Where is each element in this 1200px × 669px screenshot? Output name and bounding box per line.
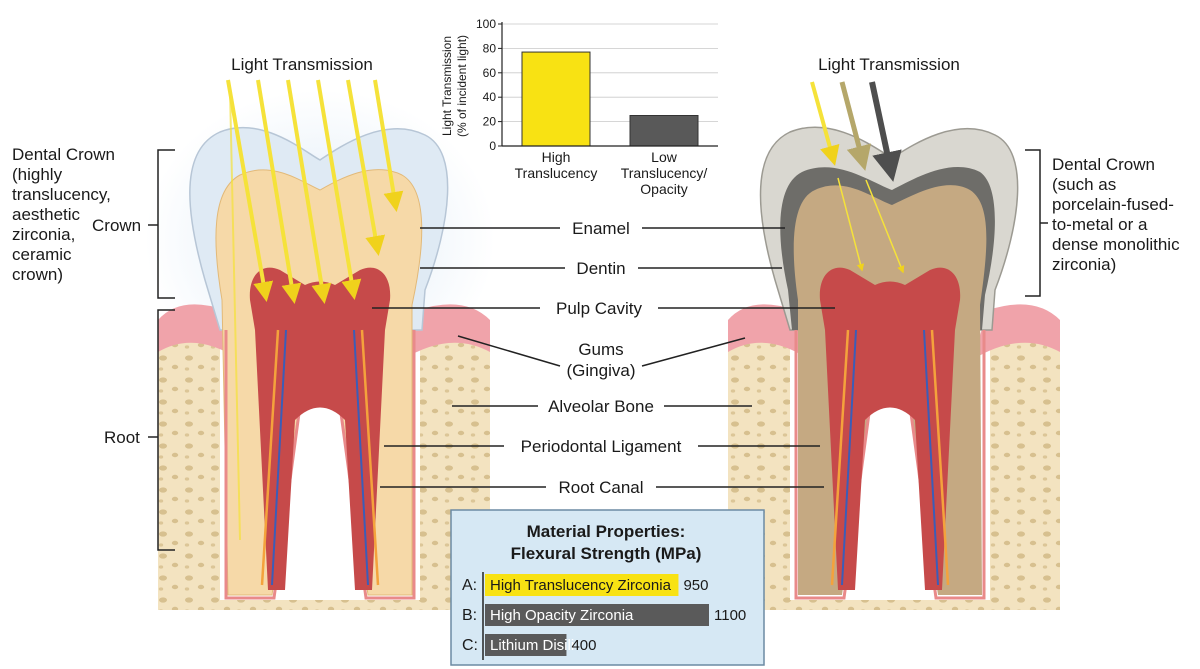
left-vessels xyxy=(271,329,369,586)
left-crown-desc-line: aesthetic xyxy=(12,205,81,224)
chart-bar xyxy=(629,115,699,147)
label-periodontal-ligament: Periodontal Ligament xyxy=(521,437,682,456)
left-crown-desc-line: ceramic xyxy=(12,245,72,264)
right-crown-description: Dental Crown (such as porcelain-fused- t… xyxy=(1052,155,1180,274)
left-crown-desc-line: Dental Crown xyxy=(12,145,115,164)
chart-category-label: Low xyxy=(651,149,678,165)
gums-leader-left xyxy=(457,335,561,367)
left-crown-desc-line: translucency, xyxy=(12,185,111,204)
label-alveolar-bone: Alveolar Bone xyxy=(548,397,654,416)
material-row: A: High Translucency Zirconia 950 xyxy=(462,574,708,596)
chart-y-label-line-1: Light Transmission xyxy=(440,36,454,136)
label-pulp-cavity: Pulp Cavity xyxy=(556,299,642,318)
right-crown-bracket xyxy=(1025,149,1041,297)
material-bar xyxy=(485,634,567,656)
material-title-line-2: Flexural Strength (MPa) xyxy=(511,544,702,563)
material-properties-panel: Material Properties: Flexural Strength (… xyxy=(450,509,765,666)
chart-y-tick-label: 0 xyxy=(489,139,496,153)
structure-labels: Enamel Dentin Pulp Cavity Gums (Gingiva)… xyxy=(372,219,835,497)
chart-category-label: Translucency xyxy=(515,165,598,181)
material-row-letter: C: xyxy=(462,637,478,654)
chart-y-tick-label: 40 xyxy=(483,90,497,104)
right-gum-right xyxy=(972,304,1060,360)
right-crown-desc-line: porcelain-fused- xyxy=(1052,195,1174,214)
left-crown-desc-line: zirconia, xyxy=(12,225,75,244)
right-light-label: Light Transmission xyxy=(818,55,960,74)
chart-bar xyxy=(521,51,591,147)
right-crown-desc-line: Dental Crown xyxy=(1052,155,1155,174)
material-bar-value: 950 xyxy=(683,577,708,594)
right-vessels xyxy=(841,329,939,586)
chart-category-label: High xyxy=(542,149,571,165)
chart-y-tick-label: 100 xyxy=(476,17,496,31)
left-light-rays xyxy=(226,79,404,541)
material-bar-label: High Opacity Zirconia xyxy=(490,607,634,624)
right-crown-desc-line: dense monolithic xyxy=(1052,235,1180,254)
material-title-line-1: Material Properties: xyxy=(527,522,686,541)
left-crown-desc-line: (highly xyxy=(12,165,63,184)
right-light-rays xyxy=(810,81,905,274)
crown-bracket xyxy=(157,149,175,299)
gums-leader-right xyxy=(641,337,746,367)
right-nerves xyxy=(830,329,950,586)
crown-bracket-label: Crown xyxy=(92,216,141,235)
label-root-canal: Root Canal xyxy=(558,478,643,497)
material-row: B: High Opacity Zirconia 1100 xyxy=(462,604,746,626)
chart-category-label: Translucency/ xyxy=(621,165,708,181)
material-bar xyxy=(485,604,709,626)
right-crown-desc-line: zirconia) xyxy=(1052,255,1116,274)
material-row-letter: B: xyxy=(462,607,477,624)
material-bar-value: 1100 xyxy=(714,607,746,624)
label-enamel: Enamel xyxy=(572,219,630,238)
chart-y-tick-label: 20 xyxy=(483,115,497,129)
root-bracket xyxy=(157,309,175,551)
right-crown-desc-line: to-metal or a xyxy=(1052,215,1148,234)
left-crown-desc-line: crown) xyxy=(12,265,63,284)
label-gums: Gums xyxy=(578,340,623,359)
material-bar-label: High Translucency Zirconia xyxy=(490,577,672,594)
left-crown-description: Dental Crown (highly translucency, aesth… xyxy=(12,145,115,284)
right-tooth xyxy=(728,81,1060,610)
left-nerves xyxy=(260,329,380,586)
chart-y-tick-label: 80 xyxy=(483,41,497,55)
chart-category-label: Opacity xyxy=(640,181,687,197)
chart-y-tick-label: 60 xyxy=(483,66,497,80)
root-bracket-label: Root xyxy=(104,428,140,447)
left-tooth xyxy=(145,79,495,610)
label-dentin: Dentin xyxy=(576,259,625,278)
material-row-letter: A: xyxy=(462,577,477,594)
chart-y-label-line-2: (% of incident light) xyxy=(455,35,469,137)
left-gum-right xyxy=(402,304,490,360)
right-crown-desc-line: (such as xyxy=(1052,175,1116,194)
material-bar-value: 400 xyxy=(571,637,596,654)
left-light-label: Light Transmission xyxy=(231,55,373,74)
label-gingiva: (Gingiva) xyxy=(567,361,636,380)
material-bar-label: Lithium Disili xyxy=(490,637,574,654)
material-bar xyxy=(485,574,679,596)
